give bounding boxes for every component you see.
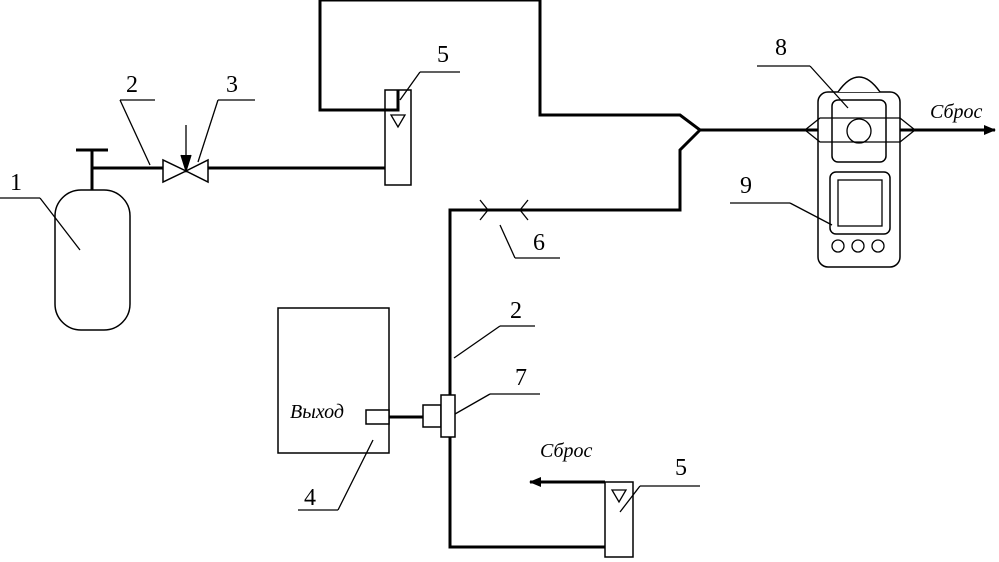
callout-9: 9 bbox=[740, 173, 752, 199]
callout-5-bottom: 5 bbox=[675, 455, 687, 481]
callout-6: 6 bbox=[533, 230, 545, 256]
callout-3: 3 bbox=[226, 72, 238, 98]
callout-4: 4 bbox=[304, 485, 316, 511]
generator-box bbox=[277, 307, 390, 454]
label-output: Выход bbox=[290, 401, 344, 423]
callout-7: 7 bbox=[515, 365, 527, 391]
gas-cylinder bbox=[54, 148, 131, 331]
pipe-loop-top bbox=[318, 0, 701, 132]
callout-2-bottom: 2 bbox=[510, 298, 522, 324]
tee-connector bbox=[422, 394, 456, 438]
label-reset-top: Сброс bbox=[930, 101, 983, 123]
flowmeter-bottom bbox=[604, 481, 634, 558]
callout-5-top: 5 bbox=[437, 42, 449, 68]
restrictor bbox=[479, 199, 529, 221]
pipe-lower-branch bbox=[448, 128, 702, 549]
leader-lines bbox=[0, 65, 849, 513]
analyzer-device bbox=[803, 76, 917, 268]
callout-2-top: 2 bbox=[126, 72, 138, 98]
label-reset-bottom: Сброс bbox=[540, 440, 593, 462]
callout-8: 8 bbox=[775, 35, 787, 61]
callout-1: 1 bbox=[10, 170, 22, 196]
shutoff-valve bbox=[162, 125, 209, 184]
